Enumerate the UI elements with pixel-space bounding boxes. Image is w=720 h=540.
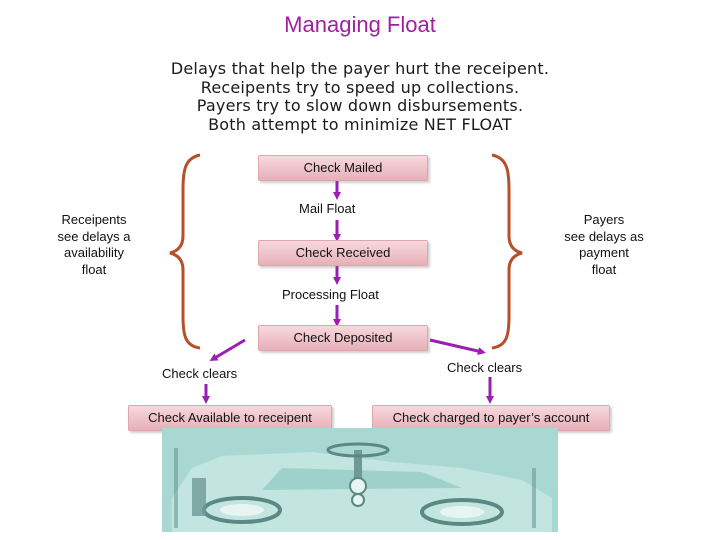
receipents-note-line: float — [81, 261, 107, 277]
left-brace — [169, 153, 201, 350]
page-title: Managing Float — [284, 12, 436, 37]
right-brace — [491, 153, 523, 350]
check-clears-right-label: Check clears — [447, 360, 523, 375]
check-received-box: Check Received — [258, 240, 428, 266]
intro-line: Payers try to slow down disbursements. — [196, 96, 524, 115]
check-deposited-box: Check Deposited — [258, 325, 428, 351]
payers-note-line: see delays as — [564, 228, 644, 244]
check-clears-left-label: Check clears — [162, 366, 238, 381]
payers-note-line: float — [591, 261, 617, 277]
receipents-note: Receipents see delays a availability flo… — [40, 212, 148, 278]
check-mailed-box: Check Mailed — [258, 155, 428, 181]
mail-float-label: Mail Float — [299, 201, 356, 216]
arrow-deposited-to-clears-right — [429, 338, 486, 355]
payers-note-line: Payers — [583, 212, 625, 227]
payers-note: Payers see delays as payment float — [550, 212, 658, 278]
car-illustration-image — [162, 428, 558, 532]
receipents-note-line: see delays a — [57, 228, 131, 244]
payers-note-line: payment — [579, 245, 629, 260]
intro-line: Receipents try to speed up collections. — [200, 77, 520, 97]
processing-float-label: Processing Float — [282, 287, 379, 302]
intro-line: Both attempt to minimize NET FLOAT — [208, 114, 512, 134]
check-available-box: Check Available to receipent — [128, 405, 332, 431]
receipents-note-line: availability — [64, 245, 124, 260]
intro-line: Delays that help the payer hurt the rece… — [170, 59, 550, 78]
check-charged-box: Check charged to payer’s account — [372, 405, 610, 431]
arrow-deposited-to-clears-left — [209, 338, 246, 362]
intro-text: Delays that help the payer hurt the rece… — [100, 59, 620, 134]
receipents-note-line: Receipents — [61, 212, 127, 227]
